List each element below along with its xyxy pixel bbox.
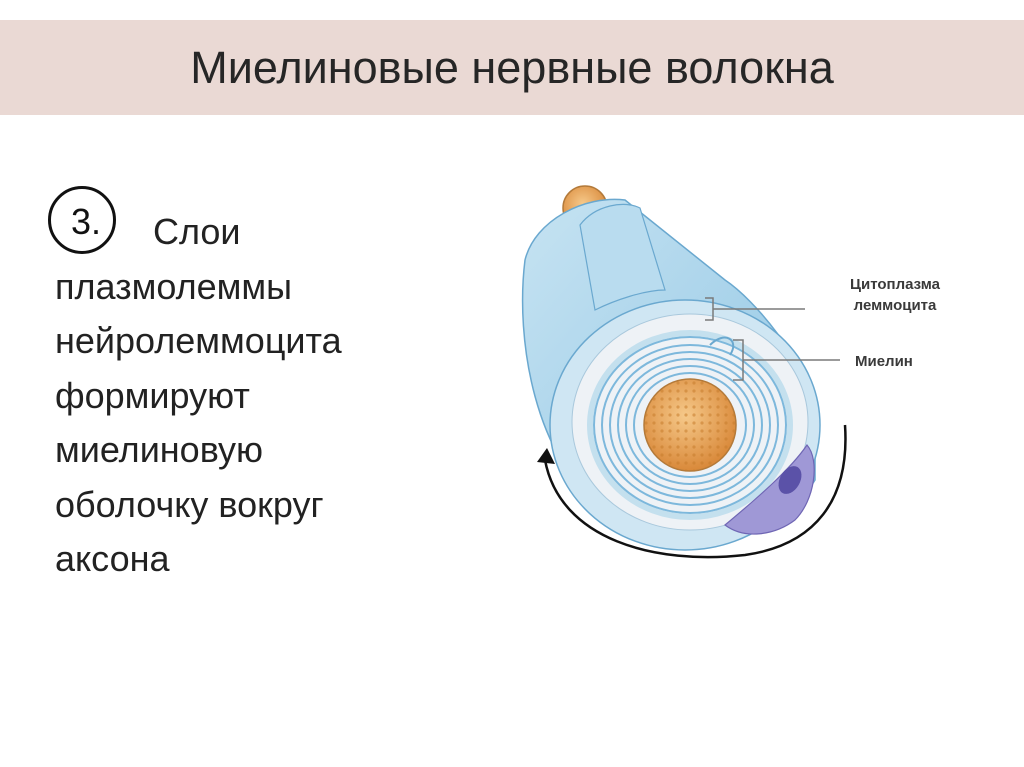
label-leaders [705, 297, 840, 381]
myelin-label: Миелин [855, 353, 913, 370]
body-line: формируют [55, 374, 250, 416]
rotation-arrow [543, 424, 847, 559]
myelin-fiber-diagram [521, 185, 847, 559]
nucleus [778, 466, 802, 494]
title-bar: Миелиновые нервные волокна [0, 20, 1024, 115]
body-text: Слои плазмолеммы нейролеммоцита формирую… [55, 205, 435, 587]
step-number-circle: 3. [48, 186, 116, 254]
cytoplasm-label-line1: Цитоплазма [850, 276, 940, 293]
mesaxon [709, 336, 735, 356]
body-line: миелиновую [55, 429, 264, 470]
body-line: Слои [153, 211, 241, 252]
sheath-flap [579, 203, 666, 311]
page-title: Миелиновые нервные волокна [190, 42, 834, 93]
body-line: аксона [55, 538, 170, 579]
body-line: плазмолеммы [55, 265, 293, 307]
cytoplasm-label: Цитоплазма леммоцита [815, 276, 975, 314]
cytoplasm-label-line2: леммоцита [853, 297, 937, 314]
body-line: оболочку вокруг [55, 483, 324, 525]
step-number: 3. [70, 201, 102, 242]
body-line: нейролеммоцита [55, 320, 342, 361]
myelin-layers [593, 336, 787, 514]
